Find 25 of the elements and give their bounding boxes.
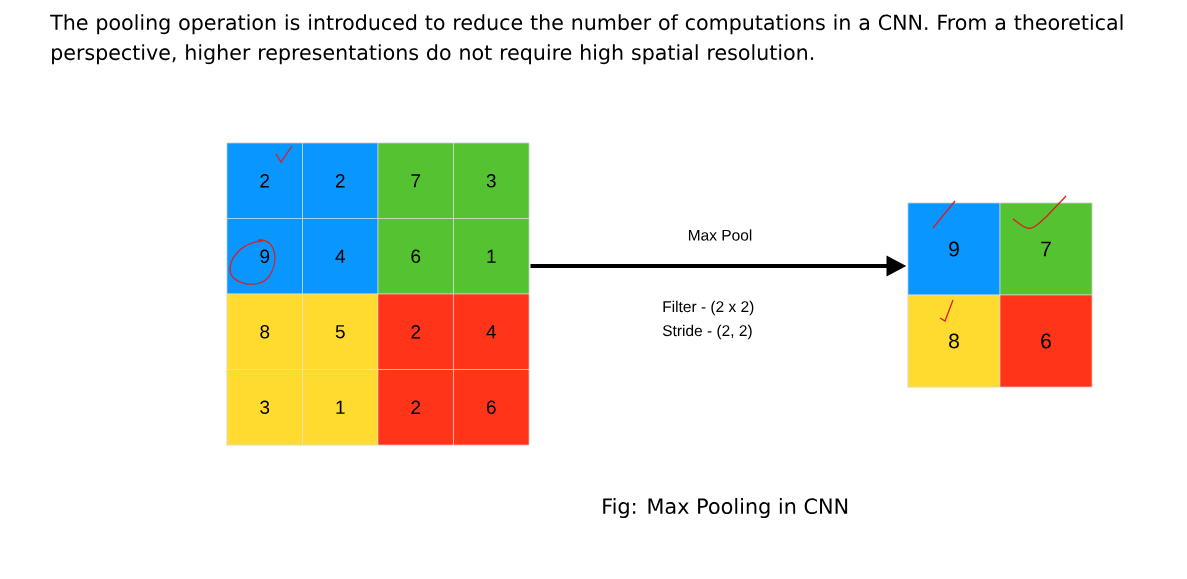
edge-label: Max Pool [688, 229, 752, 241]
parameter-text: Filter - (2 x 2) [663, 300, 754, 316]
grid-cell: 5 [302, 293, 379, 370]
grid-cell: 3 [226, 369, 303, 446]
caption-text: Fig: Max Pooling in CNN [603, 497, 848, 519]
grid-cell: 4 [302, 218, 379, 295]
parameter-text: Stride - (2, 2) [662, 324, 752, 340]
grid-cell: 3 [453, 142, 530, 219]
grid-cell: 2 [226, 142, 303, 219]
grid-cell: 4 [453, 293, 530, 370]
grid-cell: 7 [999, 202, 1093, 296]
grid-cell: 7 [377, 142, 454, 219]
grid-cell: 6 [453, 369, 530, 446]
grid-cell: 2 [377, 369, 454, 446]
heading-text: The pooling operation is introduced to reduce the number of computations in a CNN. From a theoretical perspective, higher representations do not require high spatial resolution. [50, 14, 1123, 65]
grid-cell: 8 [226, 293, 303, 370]
grid-cell: 2 [377, 293, 454, 370]
grid-cell: 6 [377, 218, 454, 295]
grid-cell: 1 [453, 218, 530, 295]
grid-cell: 6 [999, 294, 1093, 388]
grid-cell: 1 [302, 369, 379, 446]
grid-cell: 9 [907, 202, 1001, 296]
grid-cell: 8 [907, 294, 1001, 388]
grid-cell: 9 [226, 218, 303, 295]
grid-cell: 2 [302, 142, 379, 219]
